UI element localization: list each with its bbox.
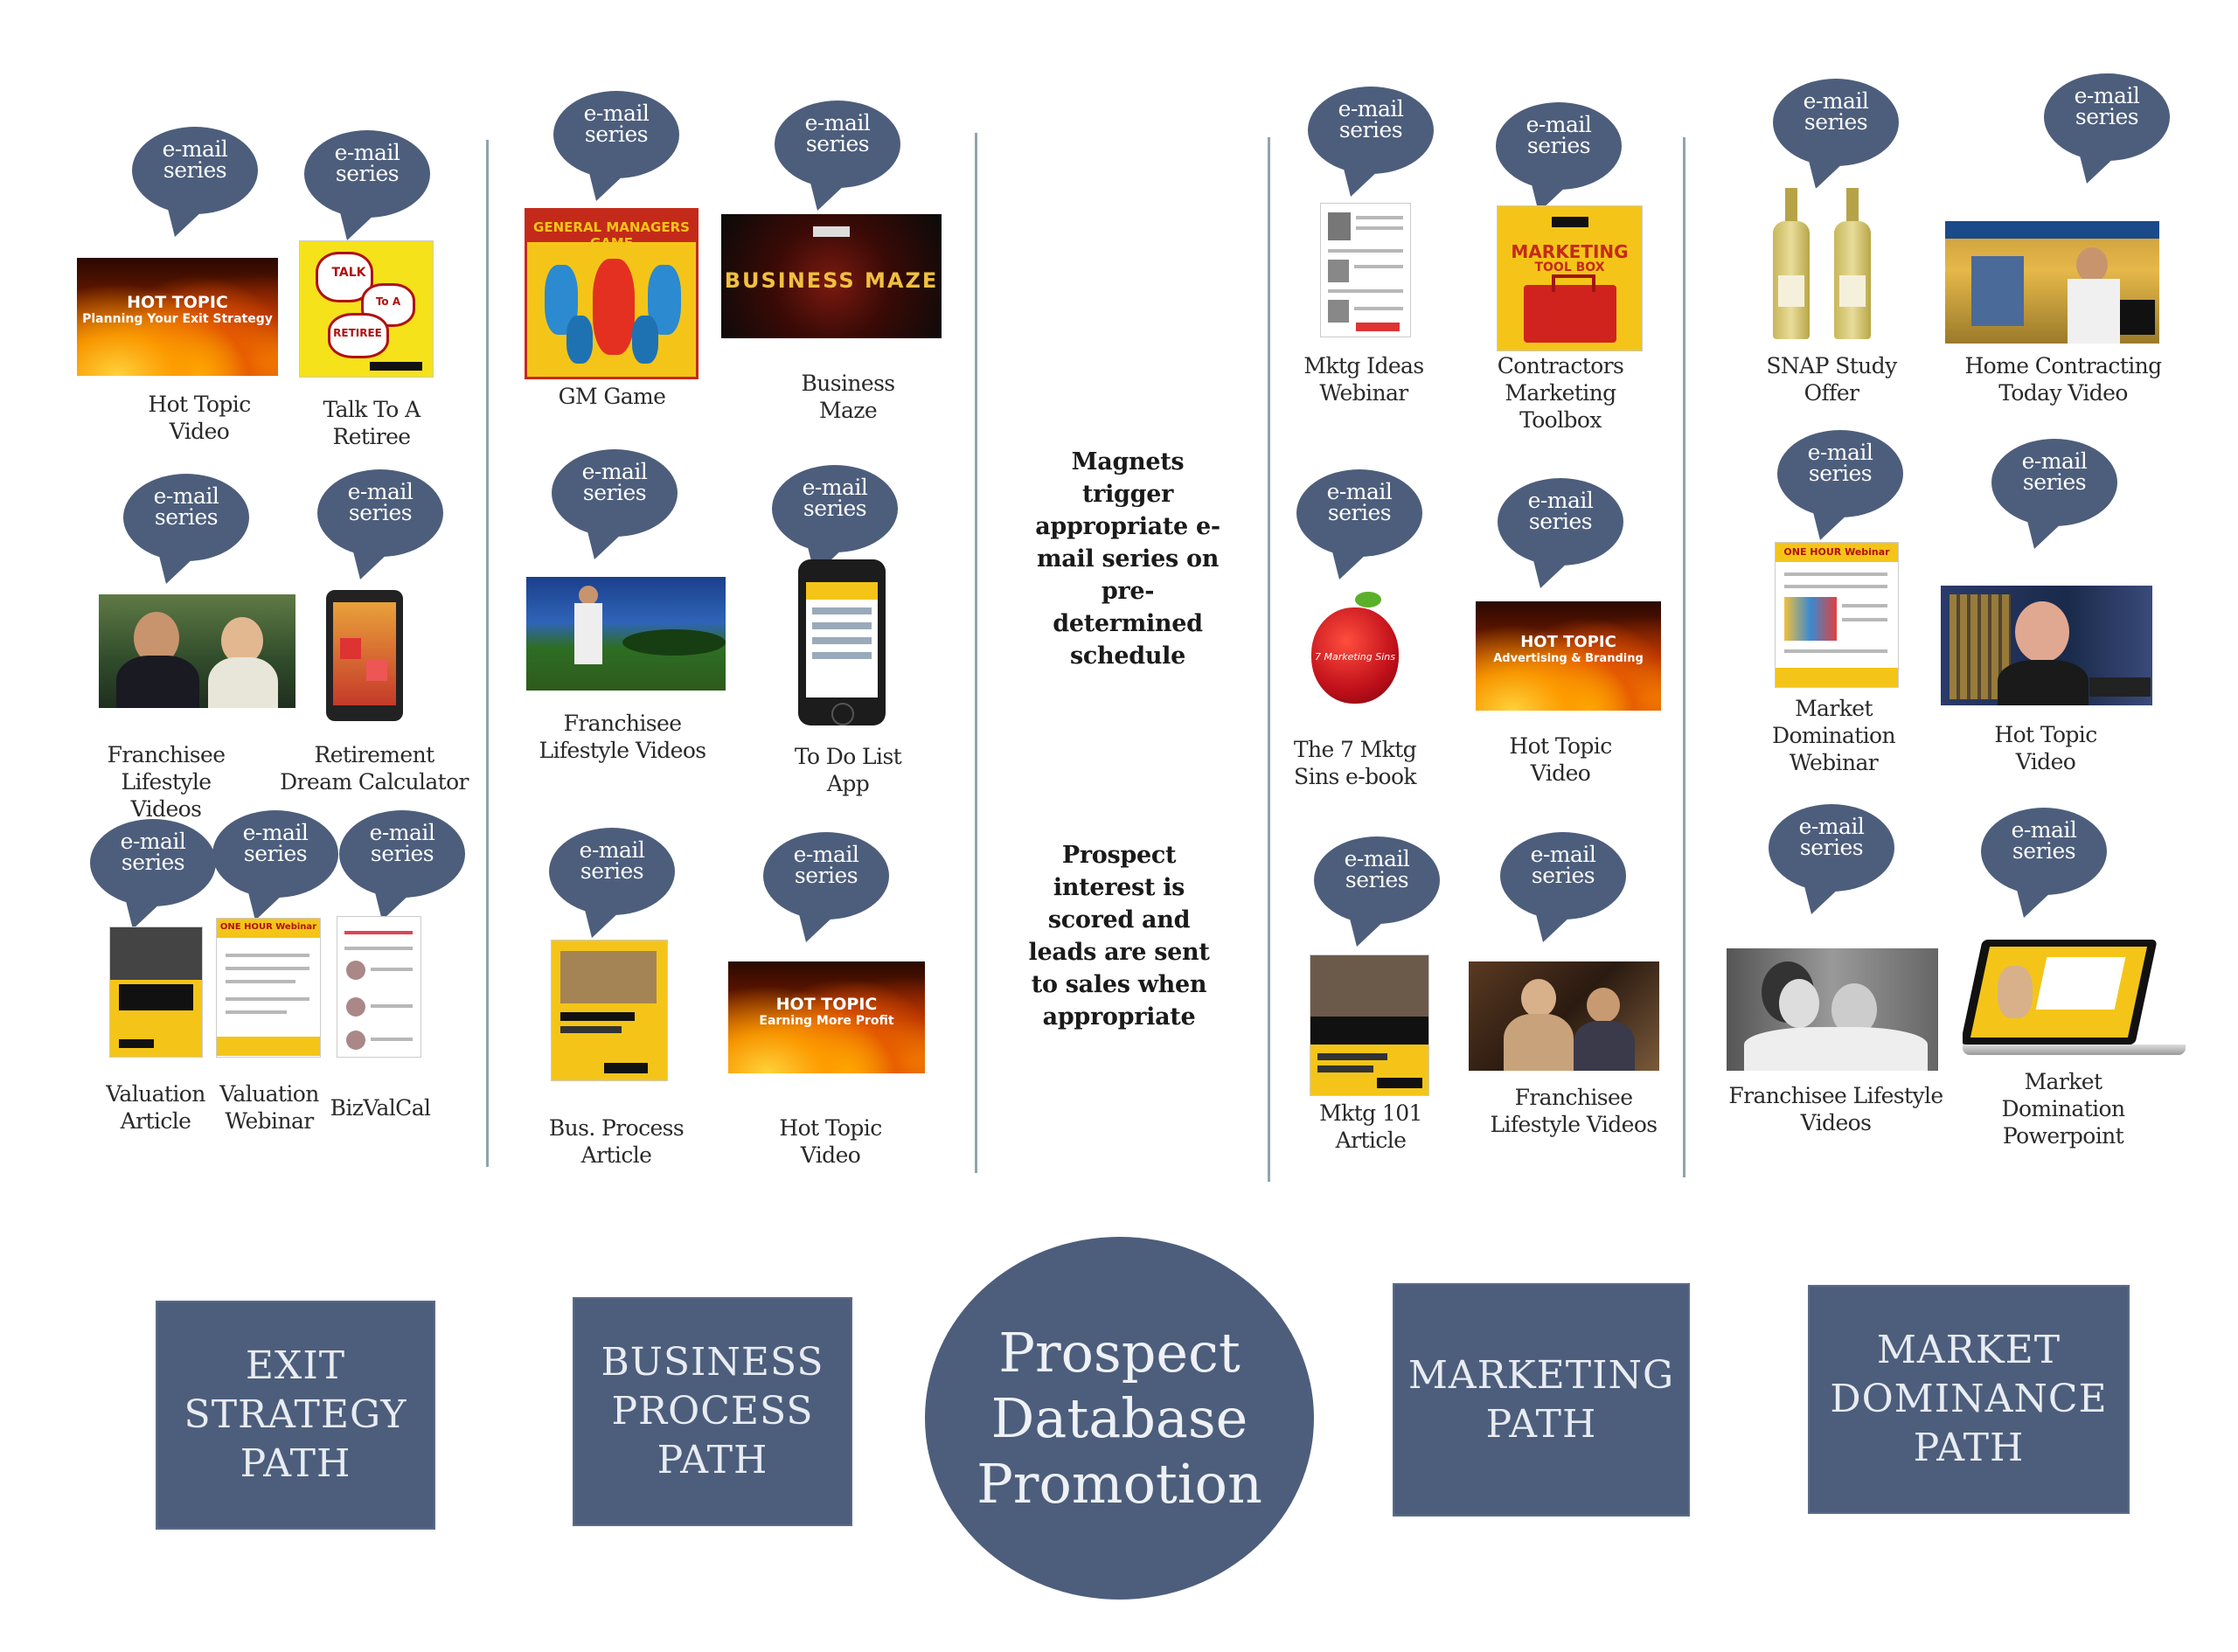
bizvalcal-thumbnail[interactable] [337, 916, 421, 1058]
caption-business-maze: Business Maze [801, 371, 895, 423]
todo-list-app-thumbnail[interactable] [798, 559, 886, 725]
caption-gm-game: GM Game [558, 384, 666, 409]
exit-strategy-path-box: EXIT STRATEGY PATH [156, 1301, 435, 1530]
center-line-2: Database [990, 1386, 1248, 1450]
business-maze-thumbnail[interactable]: BUSINESS MAZE [721, 214, 942, 338]
caption-bizvalcal: BizValCal [330, 1095, 431, 1121]
contractors-marketing-toolbox-thumbnail[interactable]: MARKETING TOOL BOX [1497, 205, 1643, 351]
market-domination-powerpoint-laptop-thumbnail[interactable] [1963, 940, 2186, 1062]
retirement-calculator-app-thumbnail[interactable] [326, 590, 403, 721]
hot-topic-presenter-video-thumbnail[interactable] [1941, 586, 2152, 705]
column-divider-4 [1683, 137, 1685, 1177]
email-series-bubble: e-mail series [1766, 802, 1897, 923]
caption-franchisee-lifestyle-videos: Franchisee Lifestyle Videos [1490, 1085, 1658, 1137]
caption-valuation-article: Valuation Article [106, 1081, 205, 1134]
caption-hot-topic-video: Hot Topic Video [1509, 733, 1612, 786]
email-series-bubble: e-mail series [1311, 835, 1442, 955]
email-series-bubble: e-mail series [1495, 476, 1626, 597]
hot-topic-video-thumbnail[interactable]: HOT TOPIC Earning More Profit [728, 961, 925, 1073]
snap-wine-bottles-thumbnail[interactable] [1766, 188, 1880, 341]
email-series-bubble: e-mail series [772, 99, 903, 219]
email-series-bubble: e-mail series [337, 809, 468, 929]
valuation-webinar-thumbnail[interactable]: ONE HOUR Webinar [216, 918, 321, 1058]
email-series-bubble: e-mail series [1498, 830, 1629, 951]
caption-franchisee-lifestyle-videos: Franchisee Lifestyle Videos [539, 711, 706, 763]
caption-franchisee-lifestyle-videos: Franchisee Lifestyle Videos [1728, 1083, 1943, 1135]
center-line-1: Prospect [998, 1321, 1241, 1385]
caption-market-domination-webinar: Market Domination Webinar [1772, 696, 1896, 775]
franchisee-lifestyle-golf-thumbnail[interactable] [526, 577, 726, 691]
column-divider-3 [1268, 137, 1270, 1182]
email-series-bubble: e-mail series [1493, 101, 1624, 221]
email-series-bubble: e-mail series [546, 826, 678, 947]
prospect-database-promotion-circle: Prospect Database Promotion [925, 1237, 1314, 1600]
marketing-path-label: MARKETING PATH [1407, 1352, 1675, 1447]
business-process-path-label: BUSINESS PROCESS PATH [601, 1340, 824, 1482]
email-series-bubble: e-mail series [1770, 77, 1901, 198]
market-domination-webinar-thumbnail[interactable]: ONE HOUR Webinar [1775, 542, 1899, 688]
business-process-path-box: BUSINESS PROCESS PATH [573, 1297, 852, 1526]
email-series-bubble: e-mail series [549, 448, 680, 568]
seven-mktg-sins-ebook-thumbnail[interactable]: 7 Marketing Sins [1303, 581, 1407, 712]
email-series-bubble: e-mail series [1978, 806, 2109, 927]
email-series-bubble: e-mail series [129, 125, 261, 246]
caption-home-contracting-video: Home Contracting Today Video [1964, 353, 2162, 406]
caption-contractors-marketing-toolbox: Contractors Marketing Toolbox [1497, 353, 1624, 433]
column-divider-1 [486, 140, 489, 1167]
franchisee-lifestyle-video-thumbnail[interactable] [99, 594, 295, 708]
email-series-bubble: e-mail series [87, 817, 219, 938]
hot-topic-video-thumbnail[interactable]: HOT TOPIC Advertising & Branding [1476, 601, 1661, 711]
caption-mktg-ideas-webinar: Mktg Ideas Webinar [1303, 353, 1424, 406]
caption-market-domination-powerpoint: Market Domination Powerpoint [2001, 1069, 2126, 1149]
center-line-3: Promotion [977, 1452, 1262, 1516]
magnets-trigger-note: Magnets trigger appropriate e-mail serie… [1035, 448, 1220, 670]
caption-todo-list-app: To Do List App [794, 744, 902, 796]
caption-mktg101-article: Mktg 101 Article [1319, 1100, 1422, 1153]
valuation-article-thumbnail[interactable] [109, 927, 203, 1058]
email-series-bubble: e-mail series [302, 128, 433, 249]
email-series-bubble: e-mail series [210, 809, 341, 929]
email-series-bubble: e-mail series [121, 472, 252, 593]
caption-seven-mktg-sins-ebook: The 7 Mktg Sins e-book [1293, 737, 1417, 789]
talk-to-retiree-thumbnail[interactable]: TALK To A RETIREE [299, 240, 434, 378]
marketing-path-box: MARKETING PATH [1393, 1283, 1690, 1517]
mktg101-article-thumbnail[interactable] [1310, 954, 1429, 1096]
caption-hot-topic-video: Hot Topic Video [1994, 722, 2097, 774]
franchisee-lifestyle-video-thumbnail[interactable] [1469, 961, 1659, 1071]
email-series-bubble: e-mail series [2041, 72, 2172, 192]
caption-retirement-dream-calculator: Retirement Dream Calculator [280, 742, 469, 795]
email-series-bubble: e-mail series [1305, 85, 1436, 205]
prospect-interest-note: Prospect interest is scored and leads ar… [1028, 842, 1210, 1031]
gm-game-thumbnail[interactable]: GENERAL MANAGERS GAME [525, 208, 699, 379]
email-series-bubble: e-mail series [769, 463, 900, 584]
home-contracting-video-thumbnail[interactable] [1945, 221, 2159, 344]
caption-talk-to-retiree: Talk To A Retiree [323, 397, 420, 449]
mktg-ideas-webinar-thumbnail[interactable] [1320, 203, 1411, 337]
market-dominance-path-label: MARKET DOMINANCE PATH [1830, 1328, 2108, 1470]
hot-topic-video-thumbnail[interactable]: HOT TOPIC Planning Your Exit Strategy [77, 258, 278, 376]
caption-bus-process-article: Bus. Process Article [548, 1115, 685, 1168]
caption-hot-topic-video: Hot Topic Video [148, 392, 251, 444]
email-series-bubble: e-mail series [1775, 428, 1906, 549]
caption-snap-study-offer: SNAP Study Offer [1766, 353, 1897, 406]
caption-hot-topic-video: Hot Topic Video [779, 1115, 882, 1168]
market-dominance-path-box: MARKET DOMINANCE PATH [1808, 1285, 2130, 1514]
bus-process-article-thumbnail[interactable] [551, 940, 668, 1081]
email-series-bubble: e-mail series [551, 89, 682, 210]
email-series-bubble: e-mail series [315, 468, 446, 588]
franchisee-lifestyle-bw-thumbnail[interactable] [1727, 948, 1938, 1071]
column-divider-2 [975, 133, 977, 1173]
caption-valuation-webinar: Valuation Webinar [219, 1081, 319, 1134]
exit-strategy-path-label: EXIT STRATEGY PATH [184, 1343, 407, 1486]
email-series-bubble: e-mail series [1989, 437, 2120, 558]
email-series-bubble: e-mail series [1294, 468, 1425, 588]
caption-franchisee-lifestyle-videos: Franchisee Lifestyle Videos [107, 742, 226, 822]
email-series-bubble: e-mail series [761, 830, 892, 951]
